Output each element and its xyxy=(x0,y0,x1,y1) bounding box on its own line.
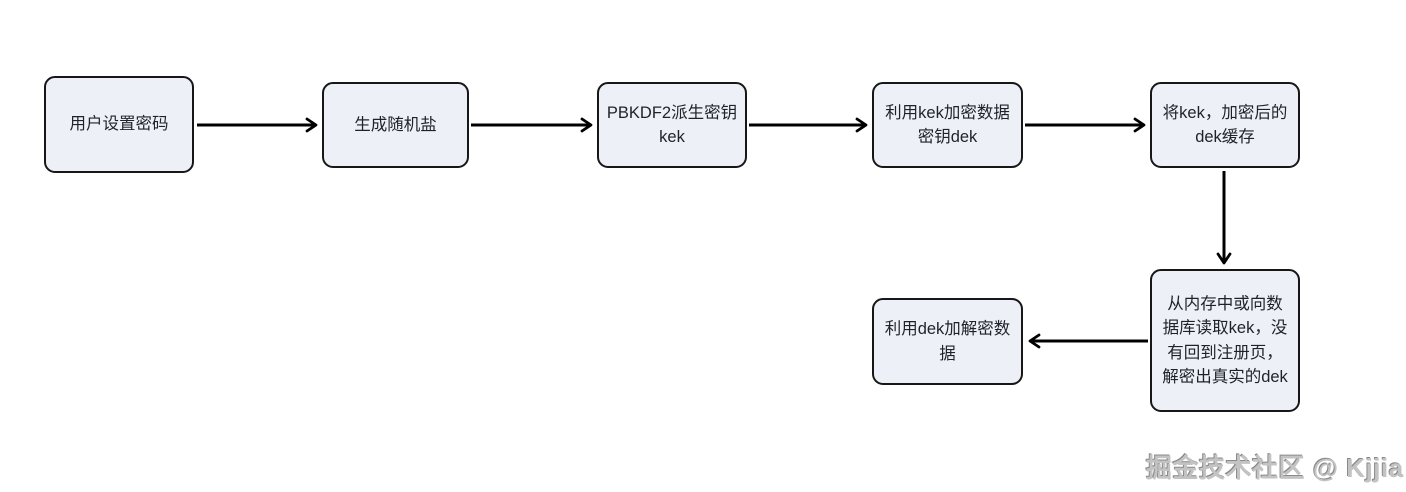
node-label: 用户设置密码 xyxy=(69,115,169,134)
node-set-password: 用户设置密码 xyxy=(44,76,194,173)
node-use-dek: 利用dek加解密数 据 xyxy=(872,298,1023,385)
node-read-kek: 从内存中或向数 据库读取kek，没 有回到注册页， 解密出真实的dek xyxy=(1150,269,1300,412)
node-label: 从内存中或向数 据库读取kek，没 有回到注册页， 解密出真实的dek xyxy=(1162,295,1288,386)
node-label: 生成随机盐 xyxy=(354,115,437,134)
node-label: PBKDF2派生密钥 kek xyxy=(606,103,738,146)
node-gen-salt: 生成随机盐 xyxy=(322,82,469,168)
node-label: 利用dek加解密数 据 xyxy=(884,320,1011,363)
node-label: 将kek，加密后的 dek缓存 xyxy=(1162,103,1288,146)
node-pbkdf2-kek: PBKDF2派生密钥 kek xyxy=(597,82,747,168)
watermark: 掘金技术社区 @ Kjjia xyxy=(1146,453,1404,483)
node-label: 利用kek加密数据 密钥dek xyxy=(885,103,1010,146)
node-encrypt-dek: 利用kek加密数据 密钥dek xyxy=(872,82,1023,168)
node-cache-kek-dek: 将kek，加密后的 dek缓存 xyxy=(1150,82,1300,168)
